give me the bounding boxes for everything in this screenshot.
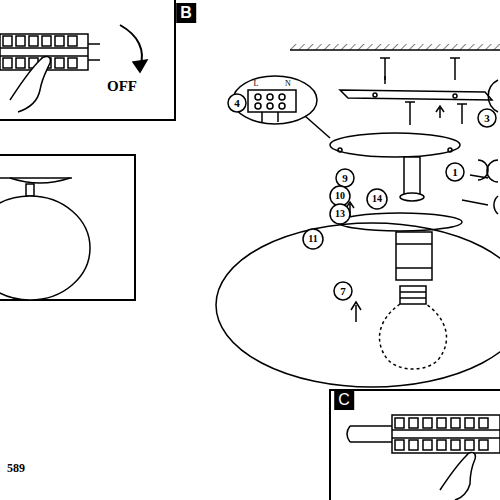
callout-bubble [488, 80, 498, 112]
glass-holder [338, 213, 462, 231]
leader-line [305, 116, 330, 138]
callout-number: 3 [484, 113, 490, 124]
screw [380, 58, 390, 84]
callout-bubble [494, 196, 498, 214]
panel-letter: B [176, 3, 196, 23]
lamp-socket [396, 232, 432, 280]
callout-number: 11 [308, 234, 317, 244]
ceiling-line [290, 49, 500, 51]
fuse-block [347, 415, 500, 453]
panel-frame [0, 0, 175, 120]
arrow [436, 106, 444, 118]
callout-number: 14 [372, 194, 382, 204]
arrowhead [133, 60, 147, 72]
bulb [379, 286, 446, 369]
assembled-lamp [0, 178, 90, 300]
wall-plug [457, 104, 467, 124]
ring [400, 193, 424, 201]
panel-frame [330, 390, 500, 500]
screw [450, 58, 460, 80]
canopy [330, 133, 460, 157]
callout-number: 1 [452, 167, 458, 178]
hand [10, 56, 50, 112]
callout-number: 4 [234, 98, 240, 109]
leader-line [462, 175, 488, 205]
arrow [351, 302, 361, 322]
callout-bubble [487, 160, 498, 182]
screw [405, 102, 415, 125]
callout-number: 13 [335, 209, 345, 219]
callout-number: 7 [340, 286, 346, 297]
switch-state: OFF [107, 79, 137, 94]
page-number: 589 [7, 462, 25, 474]
stem [404, 157, 420, 195]
terminal-letter: N [285, 80, 291, 88]
ceiling [290, 44, 500, 50]
mounting-bracket [340, 90, 492, 100]
terminal-block [248, 90, 296, 112]
hand [440, 452, 475, 500]
callout-number: 10 [335, 191, 345, 201]
glass-globe [216, 223, 500, 387]
panel-letter: C [334, 390, 354, 410]
callout-circles [228, 94, 496, 300]
callout-number: 9 [342, 173, 348, 184]
terminal-letter: L [254, 80, 259, 88]
